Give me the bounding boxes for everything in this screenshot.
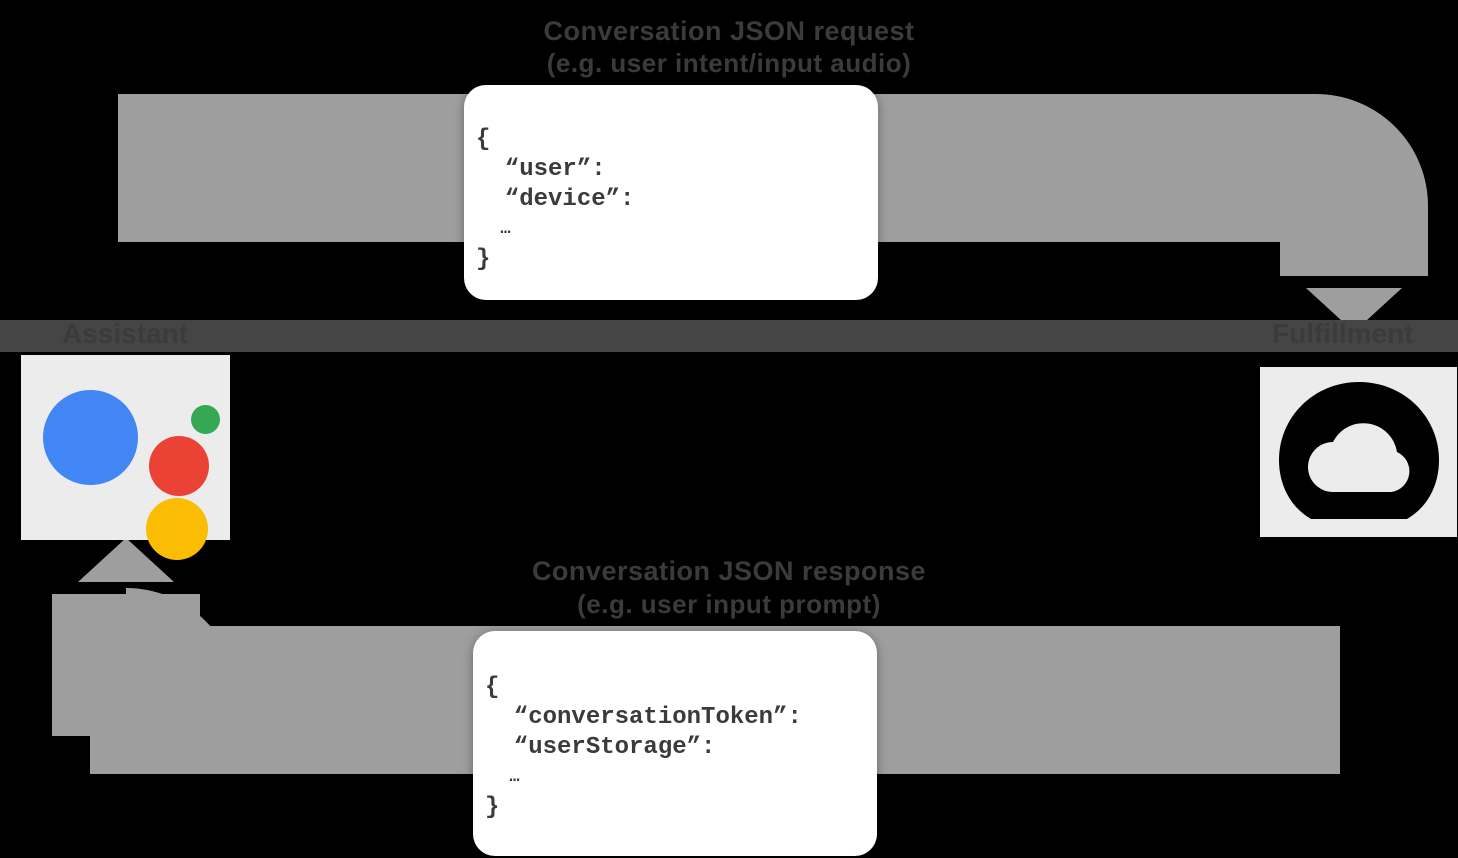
json-line: “user”: <box>476 156 606 183</box>
fulfillment-node[interactable] <box>1260 367 1457 537</box>
json-line: { <box>485 674 500 701</box>
json-line: … <box>485 768 522 787</box>
cloud-logo-icon <box>1278 382 1439 519</box>
google-assistant-logo-icon <box>41 370 220 560</box>
assistant-node-label: Assistant <box>62 318 189 349</box>
json-line: { <box>476 126 491 153</box>
request-json-card: { “user”: “device”: … } <box>464 85 878 300</box>
json-line: “conversationToken”: <box>485 704 802 731</box>
center-divider-band <box>0 320 1458 352</box>
response-arrow <box>52 588 1340 774</box>
assistant-green-dot-icon <box>190 405 220 434</box>
json-line: } <box>485 794 500 821</box>
json-line: “device”: <box>476 186 635 213</box>
response-arrowhead <box>78 538 174 582</box>
json-line: … <box>476 220 513 239</box>
response-title: Conversation JSON response <box>531 556 927 586</box>
response-json-card: { “conversationToken”: “userStorage”: … … <box>473 631 877 856</box>
request-subtitle: (e.g. user intent/input audio) <box>546 48 912 78</box>
assistant-blue-dot-icon <box>42 390 138 485</box>
json-line: } <box>476 246 491 273</box>
request-arrowhead <box>1306 288 1402 332</box>
request-arrow <box>118 94 1428 276</box>
assistant-node[interactable] <box>21 355 230 560</box>
json-line: “userStorage”: <box>485 734 716 761</box>
assistant-yellow-dot-icon <box>145 498 208 560</box>
request-title: Conversation JSON request <box>543 16 915 46</box>
fulfillment-node-label: Fulfillment <box>1272 318 1414 349</box>
response-subtitle: (e.g. user input prompt) <box>577 589 881 619</box>
assistant-red-dot-icon <box>148 436 209 496</box>
